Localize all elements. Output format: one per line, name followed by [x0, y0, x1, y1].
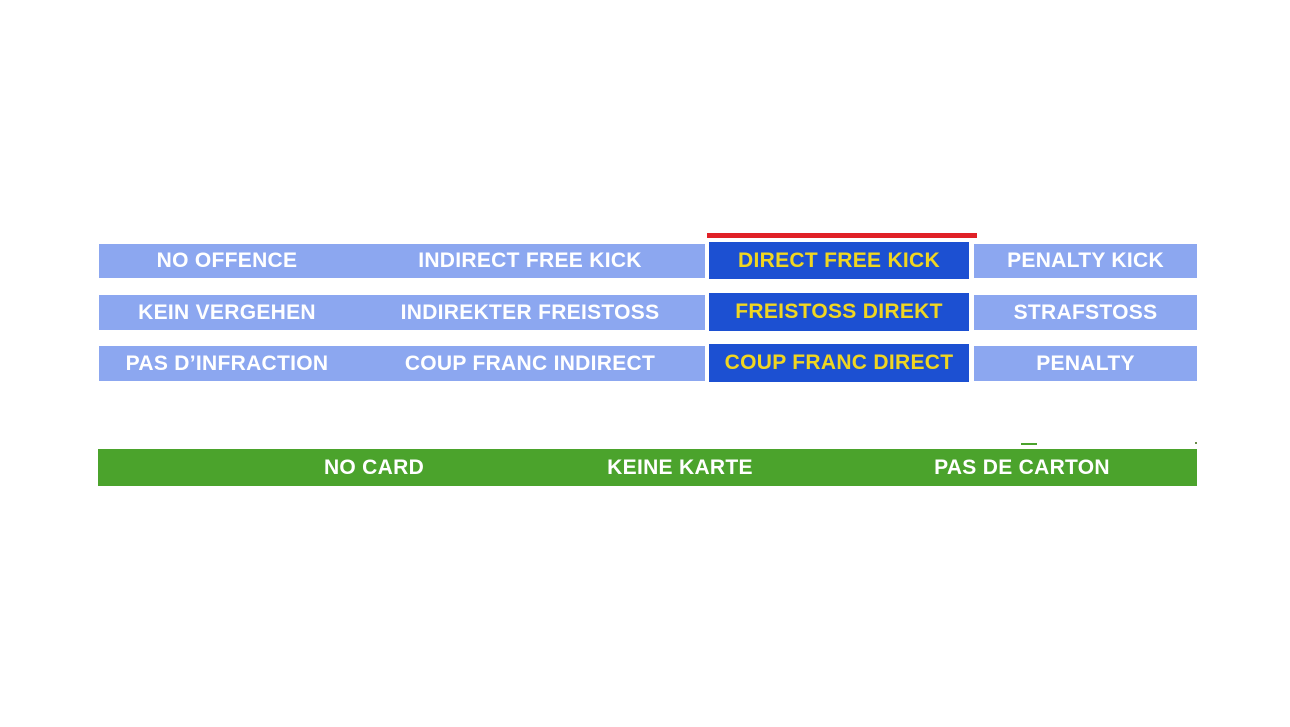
no-card-bar[interactable]: NO CARD KEINE KARTE PAS DE CARTON [98, 449, 1197, 486]
answer-label: DIRECT FREE KICK [738, 248, 940, 272]
answer-penalty-kick[interactable]: PENALTY KICK [974, 244, 1197, 278]
no-card-label-english: NO CARD [323, 455, 425, 479]
answer-indirect-free-kick[interactable]: INDIRECT FREE KICK [355, 244, 705, 278]
answer-label: INDIRECT FREE KICK [418, 249, 642, 272]
answer-coup-franc-direct-selected[interactable]: COUP FRANC DIRECT [709, 344, 969, 382]
answer-coup-franc-indirect[interactable]: COUP FRANC INDIRECT [355, 346, 705, 381]
answer-label: PENALTY KICK [1007, 249, 1164, 272]
answer-bar-english-right: PENALTY KICK [974, 244, 1197, 278]
no-card-label-german: KEINE KARTE [607, 455, 753, 479]
answer-label: PENALTY [1036, 351, 1135, 375]
answer-label: COUP FRANC INDIRECT [404, 351, 656, 375]
stray-green-dot [1195, 442, 1197, 444]
answer-label: PAS D’INFRACTION [125, 351, 329, 375]
no-card-label-french: PAS DE CARTON [934, 455, 1110, 479]
answer-bar-french-right: PENALTY [974, 346, 1197, 381]
answer-bar-english-left: NO OFFENCE INDIRECT FREE KICK [99, 244, 705, 278]
answer-label: INDIREKTER FREISTOSS [400, 300, 660, 324]
answer-direct-free-kick-selected[interactable]: DIRECT FREE KICK [709, 242, 969, 279]
answer-bar-french-left: PAS D’INFRACTION COUP FRANC INDIRECT [99, 346, 705, 381]
answer-indirekter-freistoss[interactable]: INDIREKTER FREISTOSS [355, 295, 705, 330]
answer-penalty[interactable]: PENALTY [974, 346, 1197, 381]
answer-freistoss-direkt-selected[interactable]: FREISTOSS DIREKT [709, 293, 969, 331]
answer-pas-d-infraction[interactable]: PAS D’INFRACTION [99, 346, 355, 381]
answer-bar-german-right: STRAFSTOSS [974, 295, 1197, 330]
selected-column-indicator [707, 233, 977, 238]
answer-label: STRAFSTOSS [1013, 300, 1158, 324]
answer-no-offence[interactable]: NO OFFENCE [99, 244, 355, 278]
stray-green-line [1021, 443, 1037, 445]
answer-bar-german-left: KEIN VERGEHEN INDIREKTER FREISTOSS [99, 295, 705, 330]
answer-strafstoss[interactable]: STRAFSTOSS [974, 295, 1197, 330]
answer-label: FREISTOSS DIREKT [735, 300, 943, 323]
answer-label: COUP FRANC DIRECT [724, 351, 954, 374]
answer-kein-vergehen[interactable]: KEIN VERGEHEN [99, 295, 355, 330]
answer-label: KEIN VERGEHEN [138, 300, 316, 324]
answer-label: NO OFFENCE [156, 249, 298, 272]
